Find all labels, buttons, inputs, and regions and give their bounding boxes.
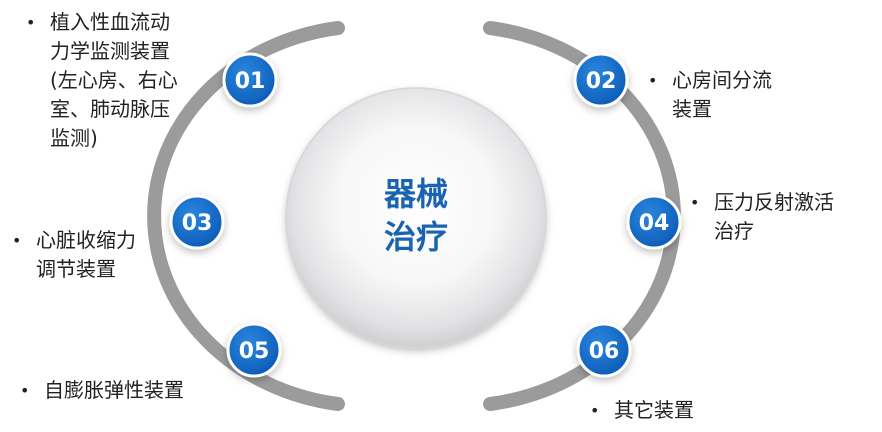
badge-04: 04 [626, 194, 682, 250]
item-02-label: • 心房间分流 装置 [648, 66, 772, 124]
bullet-icon: • [12, 231, 22, 250]
svg-text:01: 01 [235, 69, 266, 94]
item-03-label: • 心脏收缩力 调节装置 [12, 226, 136, 284]
badge-03: 03 [169, 194, 225, 250]
item-02-line-2: 装置 [672, 97, 712, 121]
item-01-line-3: (左心房、右心 [50, 68, 178, 92]
center-disc-rim [285, 87, 547, 349]
item-02-line-1: 心房间分流 [672, 68, 772, 92]
bullet-icon: • [690, 193, 700, 212]
center-title-line1: 器械 [383, 175, 448, 213]
item-04-label: • 压力反射激活 治疗 [690, 188, 834, 246]
item-06-label: • 其它装置 [590, 396, 694, 425]
item-01-label: • 植入性血流动 力学监测装置 (左心房、右心 室、肺动脉压 监测) [26, 8, 178, 153]
item-06-line-1: 其它装置 [614, 398, 694, 422]
bullet-icon: • [590, 401, 600, 420]
bullet-icon: • [20, 381, 30, 400]
item-05-line-1: 自膨胀弹性装置 [44, 378, 184, 402]
badge-02: 02 [573, 52, 629, 108]
item-01-line-4: 室、肺动脉压 [50, 97, 170, 121]
item-01-line-2: 力学监测装置 [50, 39, 170, 63]
svg-text:04: 04 [639, 211, 670, 236]
item-04-line-2: 治疗 [714, 219, 754, 243]
svg-text:03: 03 [182, 211, 213, 236]
bullet-icon: • [26, 13, 36, 32]
svg-text:02: 02 [586, 69, 617, 94]
badge-05: 05 [226, 322, 282, 378]
badge-06: 06 [576, 322, 632, 378]
item-05-label: • 自膨胀弹性装置 [20, 376, 184, 405]
svg-text:05: 05 [239, 339, 270, 364]
center-disc [286, 88, 546, 348]
item-04-line-1: 压力反射激活 [714, 190, 834, 214]
item-03-line-1: 心脏收缩力 [36, 228, 136, 252]
badge-01: 01 [222, 52, 278, 108]
item-01-line-1: 植入性血流动 [50, 10, 170, 34]
center-title-line2: 治疗 [384, 218, 448, 256]
item-01-line-5: 监测) [50, 126, 98, 150]
bullet-icon: • [648, 71, 658, 90]
item-03-line-2: 调节装置 [36, 257, 116, 281]
svg-text:06: 06 [589, 339, 620, 364]
